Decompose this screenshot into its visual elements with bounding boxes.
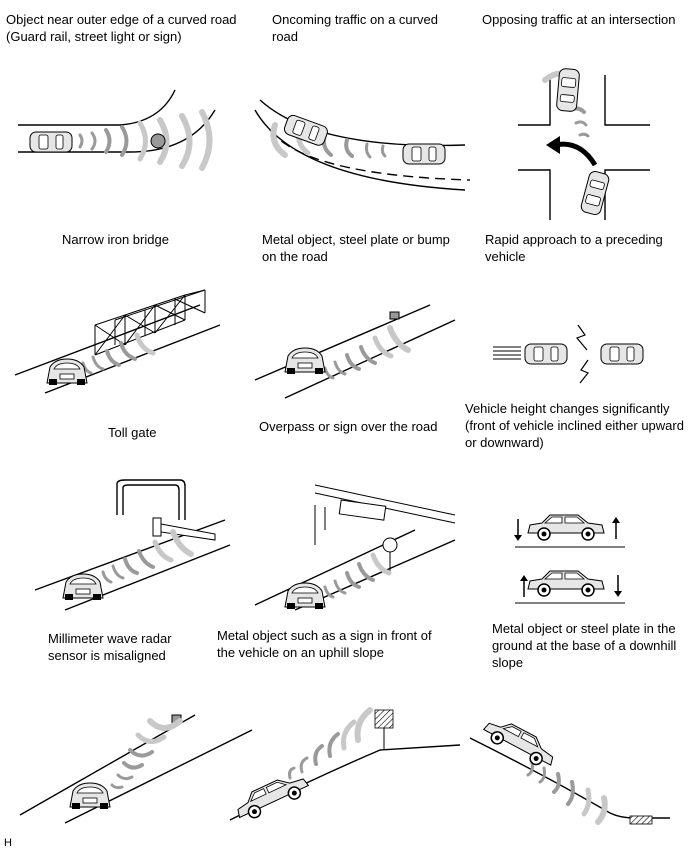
car-icon: [524, 343, 568, 365]
radar-wave-icon: [288, 707, 373, 780]
figure-label: H: [4, 837, 12, 849]
car-icon: [600, 343, 644, 365]
car-icon: [62, 573, 104, 601]
car-icon: [402, 143, 446, 165]
caption-opposing-traffic: Opposing traffic at an intersection: [482, 12, 676, 27]
radar-wave-icon: [526, 761, 608, 825]
caption-uphill-sign: Metal object such as a sign in front of …: [217, 628, 432, 660]
radar-wave-icon: [323, 552, 392, 599]
car-icon: [69, 782, 111, 810]
car-icon: [284, 347, 326, 375]
illustration-curved-road-object: [18, 89, 216, 171]
metal-object-icon: [389, 311, 400, 320]
car-icon: [555, 67, 581, 113]
car-icon: [284, 582, 326, 610]
caption-metal-object-road: Metal object, steel plate or bump on the…: [262, 232, 450, 264]
illustration-vehicle-height: [514, 514, 625, 604]
car-icon: [527, 514, 605, 541]
illustration-downhill-plate: [469, 712, 670, 825]
caption-radar-misaligned: Millimeter wave radar sensor is misalign…: [48, 631, 172, 663]
object-icon: [150, 133, 166, 149]
illustration-overpass: [254, 484, 456, 611]
caption-overpass: Overpass or sign over the road: [259, 419, 438, 434]
car-icon: [29, 131, 73, 153]
radar-wave-icon: [323, 325, 411, 380]
illustration-rapid-approach: [493, 324, 644, 384]
caption-iron-bridge: Narrow iron bridge: [62, 232, 169, 247]
caption-downhill-plate: Metal object or steel plate in the groun…: [492, 621, 677, 670]
illustration-metal-object-road: [254, 304, 456, 399]
illustration-uphill-sign: [229, 707, 461, 825]
caption-oncoming-traffic: Oncoming traffic on a curved road: [272, 12, 438, 44]
illustration-radar-misaligned: [19, 714, 253, 824]
illustration-oncoming-traffic: [254, 99, 471, 191]
radar-wave-icon: [110, 718, 183, 790]
radar-wave-icon: [101, 529, 194, 584]
radar-wave-icon: [78, 109, 213, 171]
car-icon: [282, 113, 330, 148]
arrow-icon: [554, 141, 598, 167]
car-icon: [527, 570, 605, 597]
illustration-intersection: [518, 67, 650, 220]
car-icon: [46, 358, 88, 386]
illustration-toll-gate: [34, 479, 231, 611]
caption-vehicle-height: Vehicle height changes significantly (fr…: [465, 401, 684, 450]
caption-curved-road-object: Object near outer edge of a curved road …: [6, 12, 237, 44]
car-icon: [231, 768, 313, 825]
illustration-iron-bridge: [14, 289, 221, 394]
radar-wave-icon: [81, 332, 156, 375]
caption-rapid-approach: Rapid approach to a preceding vehicle: [485, 232, 663, 264]
caption-toll-gate: Toll gate: [108, 425, 157, 440]
